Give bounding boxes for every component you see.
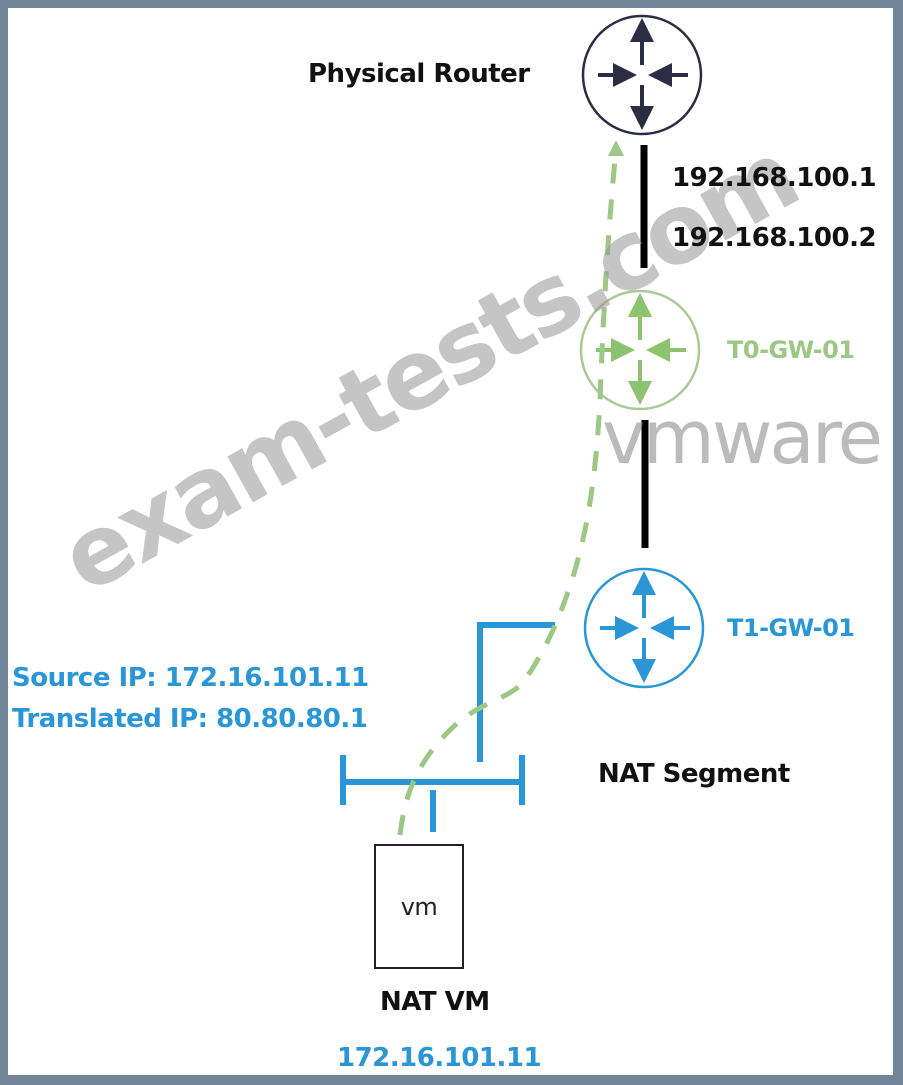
- nat-segment-label: NAT Segment: [598, 759, 790, 789]
- physical-router-label: Physical Router: [308, 59, 530, 89]
- nat-segment: [340, 755, 525, 832]
- t1-segment-link: [477, 622, 555, 762]
- t1-label: T1-GW-01: [727, 614, 855, 642]
- uplink-ip-router: 192.168.100.1: [672, 163, 877, 193]
- t0-router-icon: [579, 289, 701, 411]
- nat-vm-ip: 172.16.101.11: [337, 1043, 542, 1073]
- translated-ip-label: Translated IP: 80.80.80.1: [12, 704, 368, 734]
- path-arrowhead-icon: [608, 140, 624, 156]
- source-ip-label: Source IP: 172.16.101.11: [12, 663, 369, 693]
- nat-vm-label: NAT VM: [380, 987, 490, 1017]
- t0-label: T0-GW-01: [727, 336, 855, 364]
- watermark-brand: vmware: [602, 395, 883, 481]
- physical-router-icon: [581, 14, 703, 136]
- t1-router-icon: [583, 567, 705, 689]
- uplink-ip-t0: 192.168.100.2: [672, 223, 877, 253]
- nat-traffic-path: [397, 159, 618, 836]
- vm-box-text: vm: [400, 893, 438, 921]
- diagram-canvas: [8, 8, 893, 1075]
- vm-box[interactable]: [374, 844, 464, 969]
